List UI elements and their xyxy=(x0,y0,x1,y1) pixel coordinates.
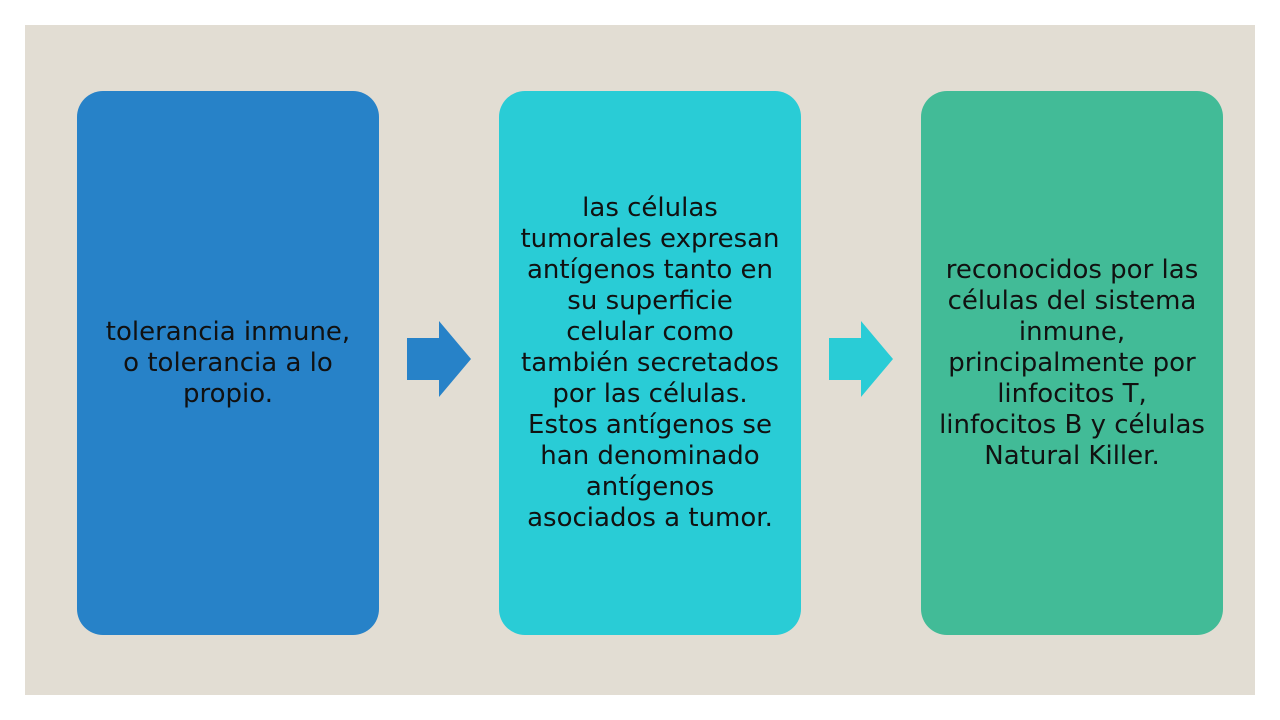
flow-step-2-box: las células tumorales expresan antígenos… xyxy=(499,91,801,635)
flow-step-3-text: reconocidos por las células del sistema … xyxy=(939,254,1205,471)
slide-canvas: tolerancia inmune, o tolerancia a lo pro… xyxy=(25,25,1255,695)
flow-step-3-box: reconocidos por las células del sistema … xyxy=(921,91,1223,635)
arrow-right-icon xyxy=(407,321,471,397)
flow-step-1-text: tolerancia inmune, o tolerancia a lo pro… xyxy=(105,316,351,409)
flow-step-1-box: tolerancia inmune, o tolerancia a lo pro… xyxy=(77,91,379,635)
arrow-right-icon xyxy=(829,321,893,397)
flow-step-2-text: las células tumorales expresan antígenos… xyxy=(520,192,780,533)
